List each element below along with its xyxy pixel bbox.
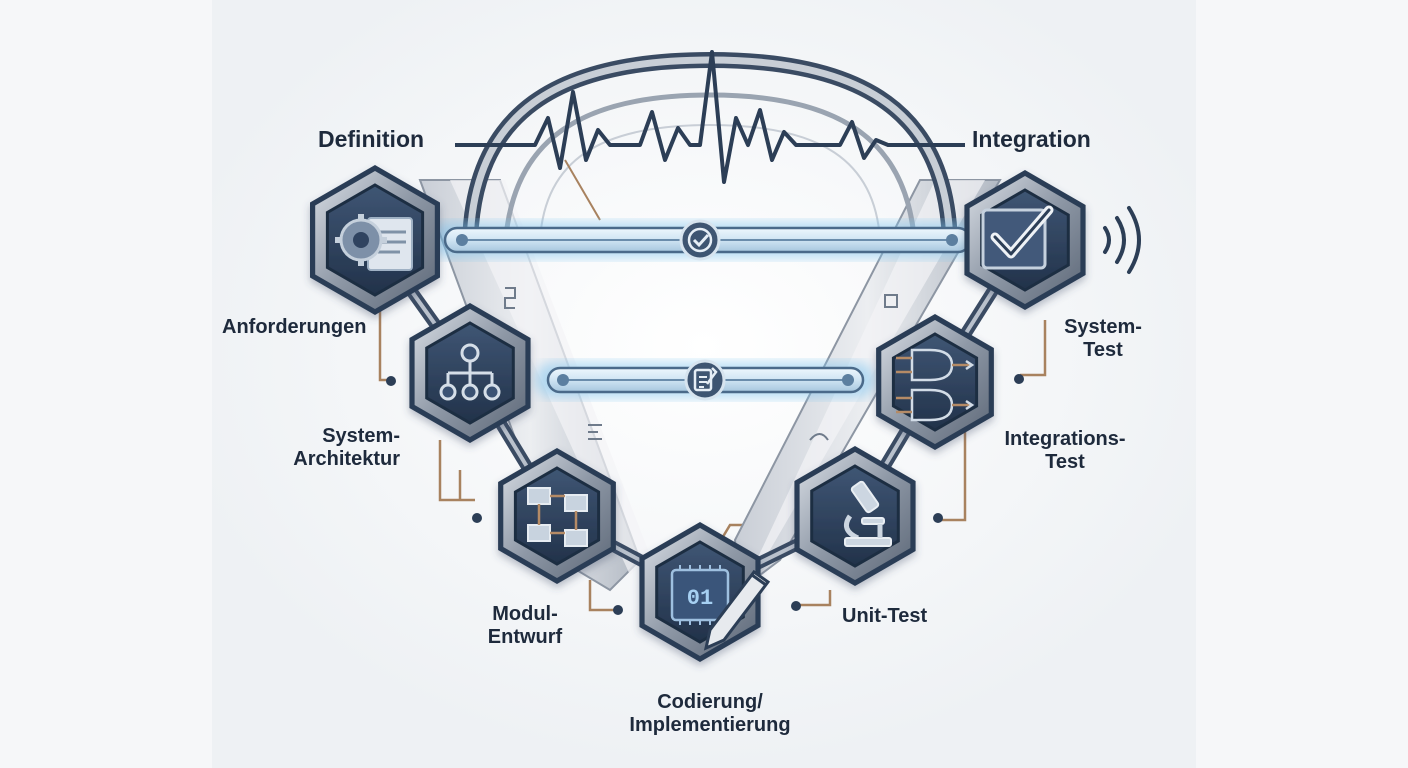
check-circle-icon <box>679 219 721 261</box>
label-coding-line1: Codierung/ <box>657 691 763 713</box>
label-system-test-line1: System- <box>1064 316 1142 338</box>
signal-waves-icon <box>1103 206 1141 274</box>
label-unit-test: Unit-Test <box>842 605 928 627</box>
label-system-architecture-line1: System- <box>322 425 400 447</box>
label-integration-test-line2: Test <box>1045 451 1085 473</box>
document-edit-icon <box>684 359 726 401</box>
header-definition: Definition <box>318 126 425 152</box>
label-coding-line2: Implementierung <box>629 714 791 736</box>
circuit-nodes <box>386 374 1024 615</box>
label-system-architecture: System- Architektur <box>270 425 400 471</box>
label-integration-test-line1: Integrations- <box>1004 428 1126 450</box>
gear-document-icon <box>335 214 413 271</box>
label-system-test: System- Test <box>1058 316 1148 362</box>
label-module-design-line2: Entwurf <box>487 626 563 648</box>
checkmark-icon <box>981 205 1054 270</box>
label-system-test-line2: Test <box>1083 339 1123 361</box>
logic-gates-icon <box>896 348 975 422</box>
chip-pencil-icon: 01 <box>670 565 771 651</box>
flowchart-icon <box>527 487 588 547</box>
label-integration-test: Integrations- Test <box>1000 428 1130 474</box>
hierarchy-icon <box>439 343 501 401</box>
label-system-architecture-line2: Architektur <box>293 448 400 470</box>
arm-glyphs <box>504 287 898 441</box>
label-requirements: Anforderungen <box>222 316 367 338</box>
label-module-design-line1: Modul- <box>492 603 558 625</box>
label-coding: Codierung/ Implementierung <box>600 691 820 737</box>
label-module-design: Modul- Entwurf <box>480 603 570 649</box>
microscope-icon <box>843 480 892 547</box>
chip-text: 01 <box>687 586 713 611</box>
header-integration: Integration <box>972 126 1091 152</box>
heartbeat-line <box>455 50 965 184</box>
